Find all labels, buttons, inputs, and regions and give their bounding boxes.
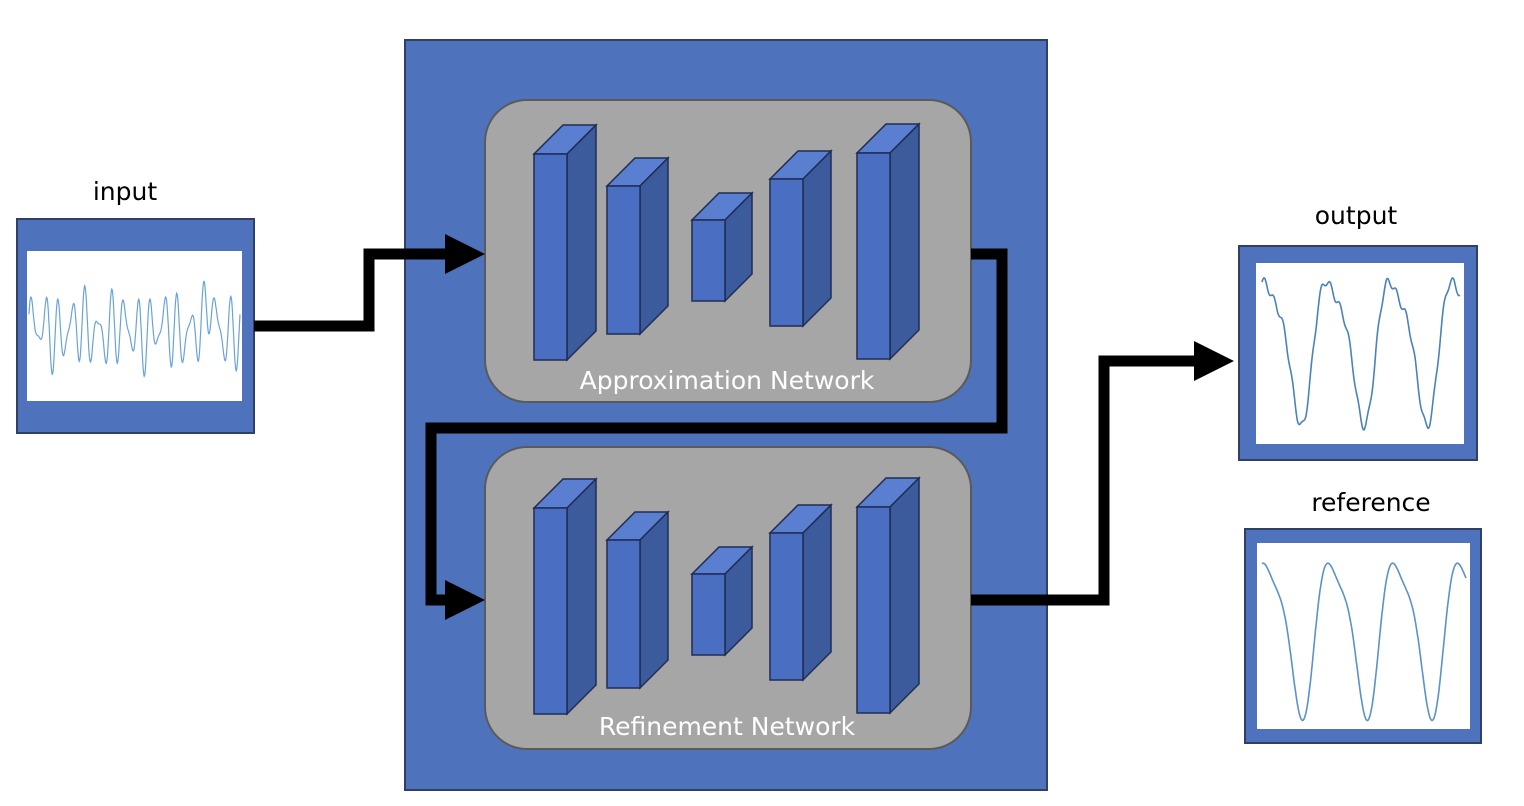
refinement-layer-block-4 [768,503,833,682]
arrow-refinement-to-output [971,355,1198,606]
reference-signal-waveform [1261,562,1467,722]
refinement-network-label: Refinement Network [599,712,856,741]
refinement-layer-block-5 [855,476,921,715]
output-signal-waveform [1261,276,1461,431]
refinement-network-layers [532,476,921,716]
flow-arrows [254,248,1198,606]
approximation-layer-block-4 [768,149,833,328]
arrowhead-output-icon [1194,341,1234,381]
reference-label: reference [1311,488,1430,517]
input-label: input [93,177,158,206]
output-label: output [1315,201,1398,230]
arrow-input-to-approximation [254,248,450,332]
approximation-layer-block-2 [605,156,670,336]
refinement-layer-block-3 [690,545,754,657]
input-signal-waveform [28,280,241,378]
input-signal-plot [27,251,242,401]
arrowhead-approximation-icon [445,234,485,274]
approximation-network-layers [532,122,921,362]
reference-signal-plot [1257,543,1470,729]
approximation-layer-block-3 [690,191,754,303]
approximation-layer-block-1 [532,123,598,362]
approximation-network-label: Approximation Network [580,366,875,395]
refinement-layer-block-1 [532,477,598,716]
refinement-layer-block-2 [605,510,670,690]
arrow-approximation-to-refinement [425,248,1008,606]
arrowhead-refinement-icon [445,580,485,620]
approximation-layer-block-5 [855,122,921,361]
